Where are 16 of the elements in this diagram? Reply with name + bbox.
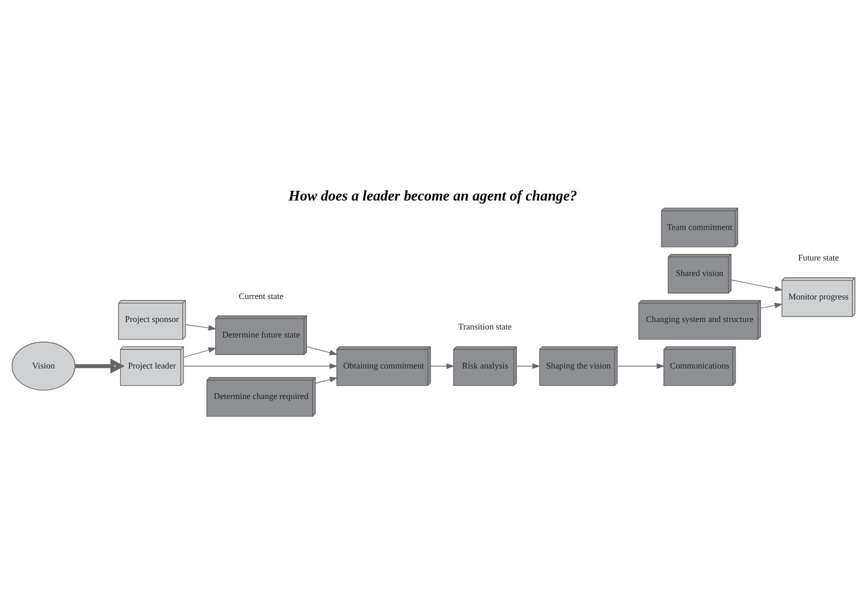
arrow: [185, 324, 216, 331]
arrow: [730, 280, 783, 292]
diagram-title: How does a leader become an agent of change?: [288, 188, 578, 204]
arrow: [315, 376, 338, 384]
label: Current state: [238, 290, 284, 301]
arrow: [183, 363, 338, 369]
arrow: [516, 363, 540, 369]
arrow: [183, 347, 216, 358]
arrow: [617, 363, 665, 369]
label: Future state: [798, 252, 839, 263]
node-ellipse: Vision: [12, 342, 76, 391]
arrow: [306, 346, 338, 356]
arrow: [430, 363, 455, 369]
arrow: [760, 302, 783, 309]
arrow: [75, 358, 125, 374]
label: Transition state: [458, 322, 512, 332]
